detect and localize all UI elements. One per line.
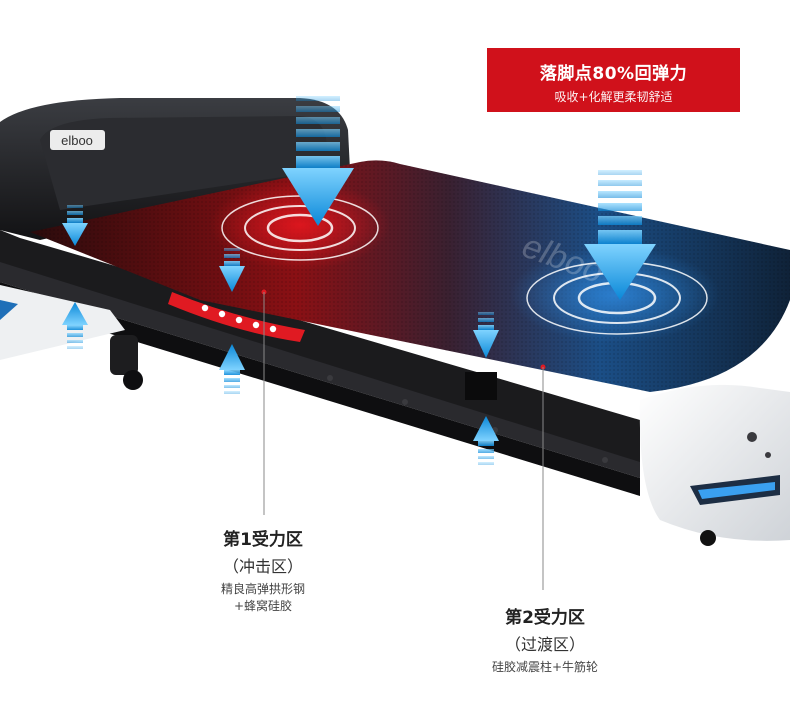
small-up-arrow-rear: [62, 302, 88, 349]
brand-logo-small: elboo: [61, 133, 93, 148]
zone2-subtitle: （过渡区）: [504, 635, 585, 654]
zone1-title: 第1受力区: [223, 530, 303, 550]
rear-wheel: [110, 335, 143, 390]
small-up-arrow-zone1: [219, 344, 245, 394]
promo-subtitle: 吸收+化解更柔韧舒适: [554, 90, 673, 104]
zone2-desc-line1: 硅胶减震柱+牛筋轮: [491, 660, 599, 674]
left-side-panel: [0, 285, 125, 360]
front-housing: [639, 384, 790, 546]
impact-rings-zone1: [221, 195, 379, 261]
small-down-arrow-rear: [62, 205, 88, 246]
callout-line-zone1: [261, 289, 267, 515]
zone2-title: 第2受力区: [505, 608, 585, 628]
zone1-desc-line1: 精良高弹拱形钢: [220, 582, 305, 596]
small-up-arrow-zone2: [473, 416, 499, 465]
small-down-arrow-zone1: [219, 248, 245, 292]
zone1-subtitle: （冲击区）: [222, 557, 303, 576]
promo-banner: 落脚点80%回弹力 吸收+化解更柔韧舒适: [487, 48, 740, 112]
zone2-callout: 第2受力区 （过渡区） 硅胶减震柱+牛筋轮: [460, 603, 630, 676]
large-arrow-zone1: [282, 96, 354, 226]
zone1-callout: 第1受力区 （冲击区） 精良高弹拱形钢 +蜂窝硅胶: [178, 525, 348, 615]
callout-line-zone2: [540, 364, 546, 590]
large-arrow-zone2: [584, 170, 656, 300]
zone1-desc-line2: +蜂窝硅胶: [233, 599, 293, 613]
frame: [0, 230, 640, 496]
small-down-arrow-zone2: [473, 312, 499, 358]
arch-spring: [168, 292, 305, 342]
promo-title: 落脚点80%回弹力: [539, 64, 688, 84]
motor-cover: elboo: [0, 98, 350, 240]
